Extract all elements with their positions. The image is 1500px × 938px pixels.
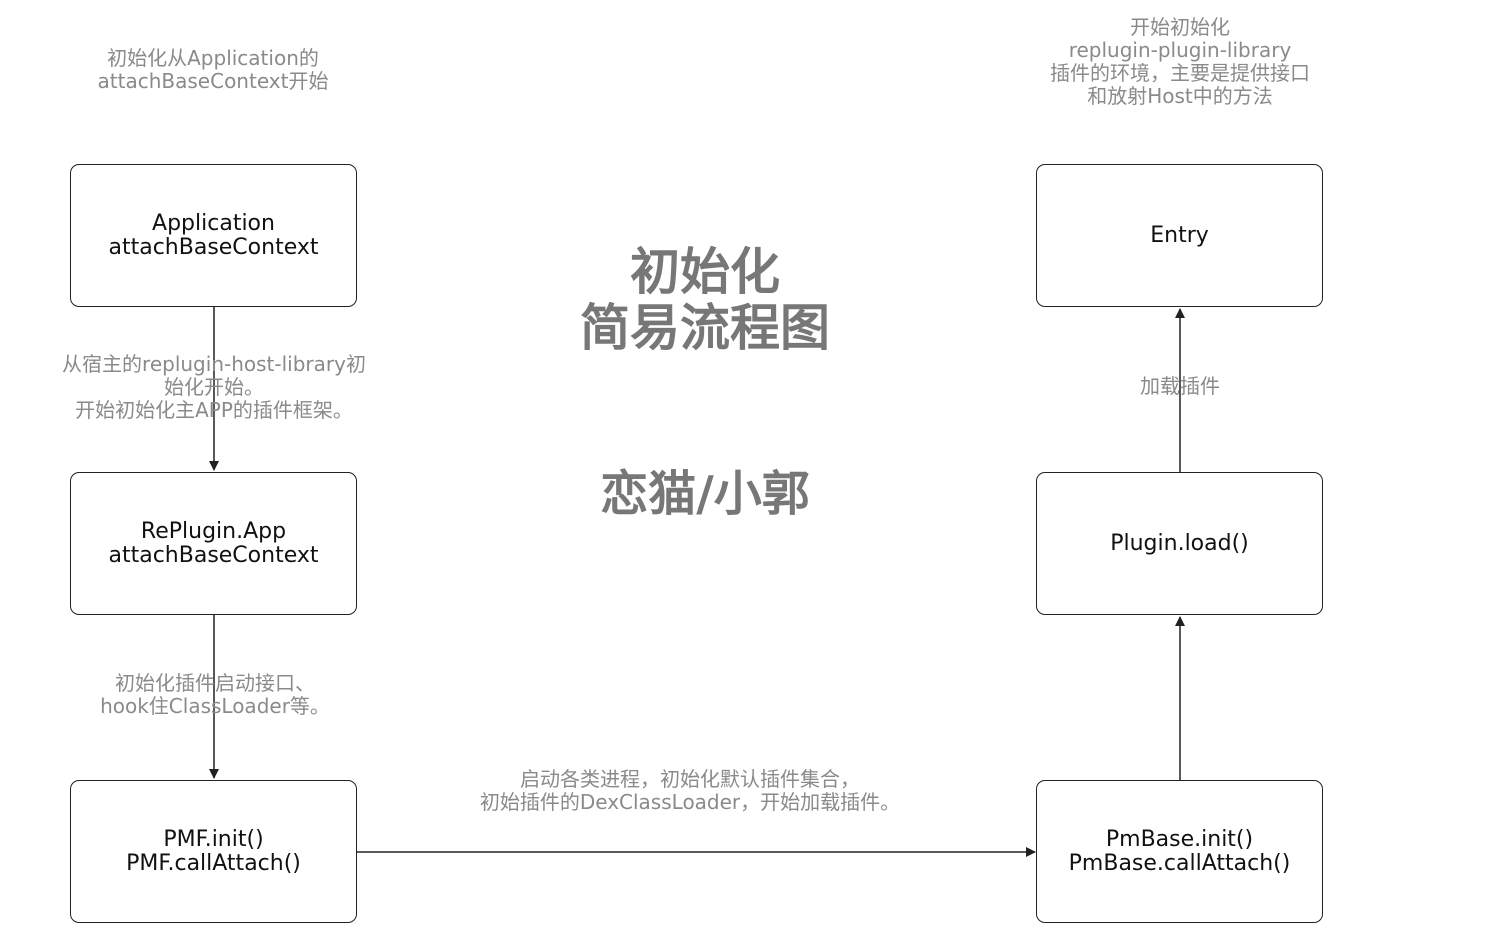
diagram-title-line1: 初始化 [630, 242, 780, 301]
node-pmbase-init: PmBase.init() PmBase.callAttach() [1036, 780, 1323, 923]
note-edge-application-to-replugin: 从宿主的replugin-host-library初 始化开始。 开始初始化主A… [62, 352, 366, 422]
note-edge-replugin-to-pmf: 初始化插件启动接口、 hook住ClassLoader等。 [100, 671, 330, 718]
author-label: 恋猫/小郭 [600, 466, 810, 522]
node-pmf-init: PMF.init() PMF.callAttach() [70, 780, 357, 923]
diagram-title: 初始化 简易流程图 [555, 244, 855, 356]
note-edge-load-to-entry: 加载插件 [1140, 374, 1220, 398]
node-replugin-app-attach: RePlugin.App attachBaseContext [70, 472, 357, 615]
note-edge-pmf-to-pmbase: 启动各类进程，初始化默认插件集合， 初始插件的DexClassLoader，开始… [479, 767, 901, 814]
note-top-left: 初始化从Application的 attachBaseContext开始 [97, 46, 329, 93]
node-plugin-load: Plugin.load() [1036, 472, 1323, 615]
node-entry: Entry [1036, 164, 1323, 307]
diagram-title-line2: 简易流程图 [580, 298, 830, 357]
note-top-right: 开始初始化 replugin-plugin-library 插件的环境，主要是提… [1050, 15, 1310, 108]
node-application-attach: Application attachBaseContext [70, 164, 357, 307]
